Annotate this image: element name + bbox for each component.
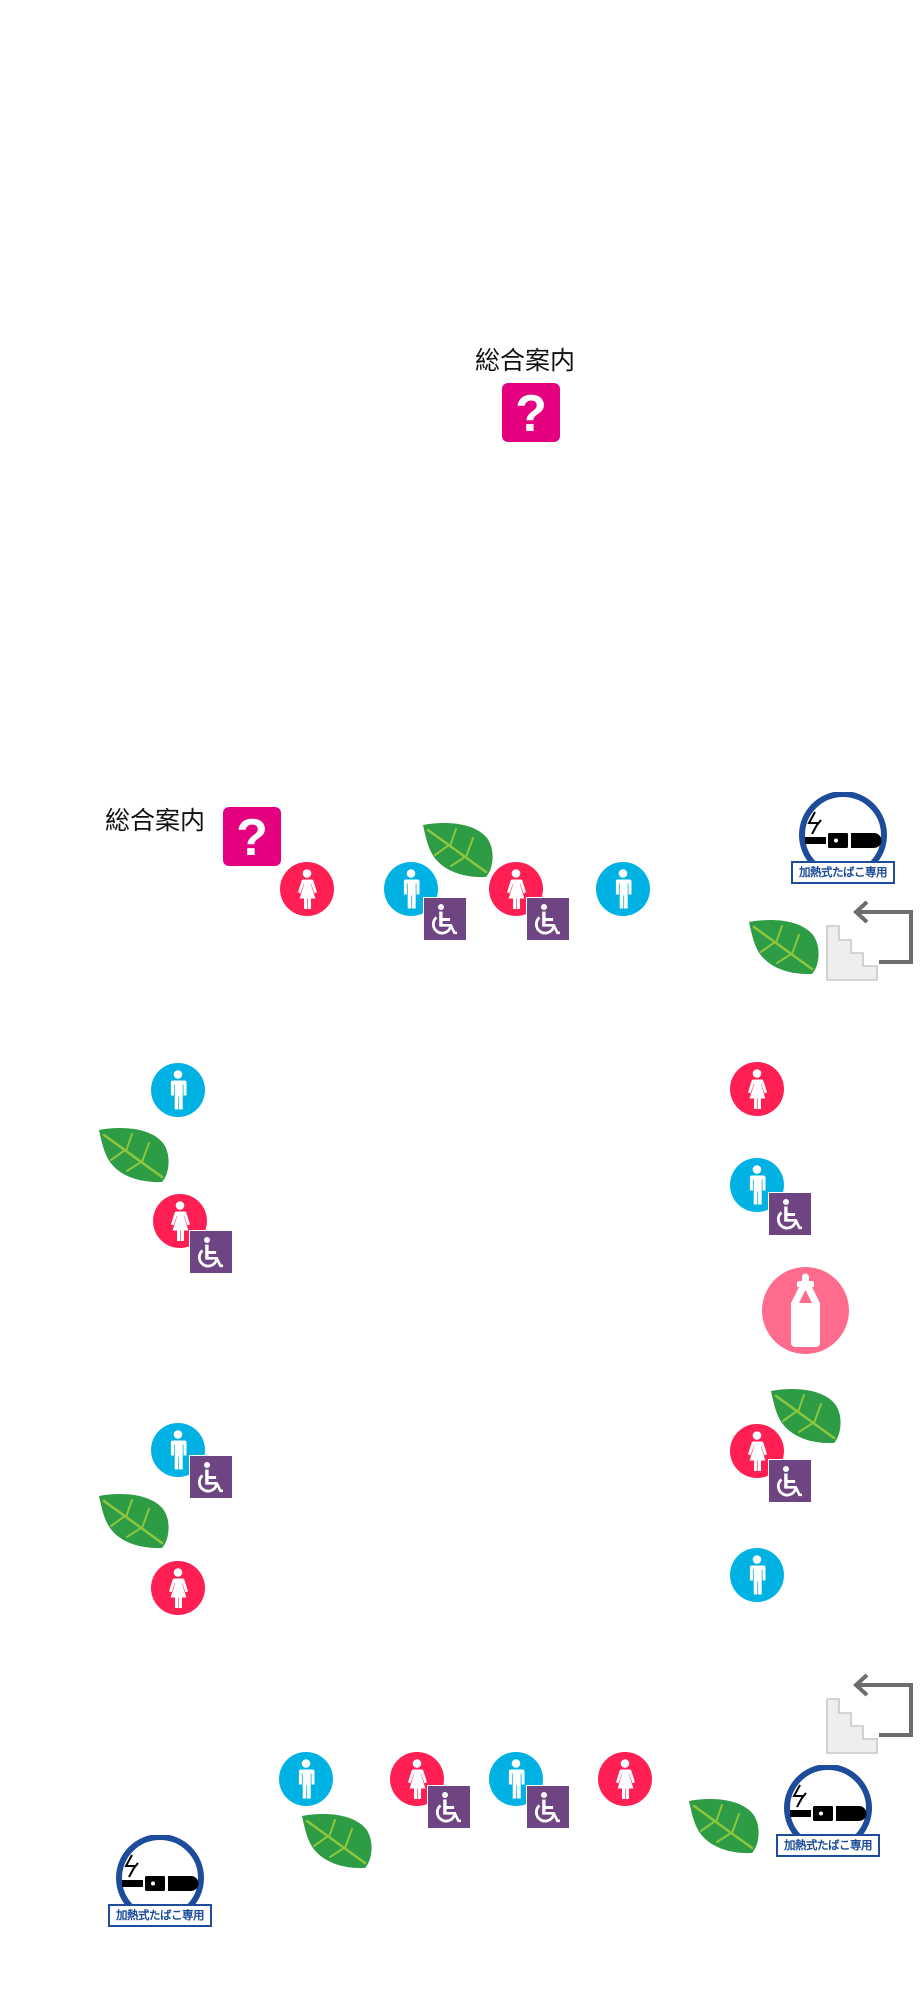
female-restroom-icon[interactable] (730, 1062, 784, 1116)
wheelchair-icon[interactable] (190, 1231, 232, 1273)
leaf-icon (98, 1127, 170, 1183)
female-restroom-icon[interactable] (280, 862, 334, 916)
heated-tobacco-area[interactable]: 加熱式たばこ専用 (776, 1765, 880, 1857)
male-restroom-icon[interactable] (279, 1752, 333, 1806)
wheelchair-icon[interactable] (769, 1460, 811, 1502)
info-desk-label: 総合案内 (475, 346, 576, 375)
male-restroom-icon[interactable] (596, 862, 650, 916)
heated-tobacco-area[interactable]: 加熱式たばこ専用 (108, 1835, 212, 1927)
baby-bottle-icon (762, 1267, 849, 1354)
heated-tobacco-area[interactable]: 加熱式たばこ専用 (791, 792, 895, 884)
question-mark-icon: ? (515, 384, 547, 443)
info-desk-label: 総合案内 (105, 806, 206, 835)
leaf-icon (98, 1493, 170, 1549)
male-restroom-icon[interactable] (151, 1063, 205, 1117)
leaf-icon (748, 919, 820, 975)
nursing-room-icon[interactable] (762, 1267, 849, 1354)
info-desk-button[interactable]: ? (223, 807, 281, 866)
question-mark-icon: ? (236, 808, 268, 867)
heated-tobacco-label: 加熱式たばこ専用 (791, 861, 895, 884)
wheelchair-icon[interactable] (527, 1786, 569, 1828)
wheelchair-icon[interactable] (769, 1193, 811, 1235)
wheelchair-icon[interactable] (527, 898, 569, 940)
leaf-icon (688, 1798, 760, 1854)
info-desk-button[interactable]: ? (502, 383, 560, 442)
leaf-icon (301, 1813, 373, 1869)
heated-tobacco-label: 加熱式たばこ専用 (776, 1834, 880, 1857)
stairs-icon[interactable] (825, 1673, 915, 1755)
stairs-icon[interactable] (825, 900, 915, 982)
heated-tobacco-label: 加熱式たばこ専用 (108, 1904, 212, 1927)
female-restroom-icon[interactable] (598, 1752, 652, 1806)
male-restroom-icon[interactable] (730, 1548, 784, 1602)
wheelchair-icon[interactable] (424, 898, 466, 940)
wheelchair-icon[interactable] (190, 1456, 232, 1498)
wheelchair-icon[interactable] (428, 1786, 470, 1828)
female-restroom-icon[interactable] (151, 1561, 205, 1615)
